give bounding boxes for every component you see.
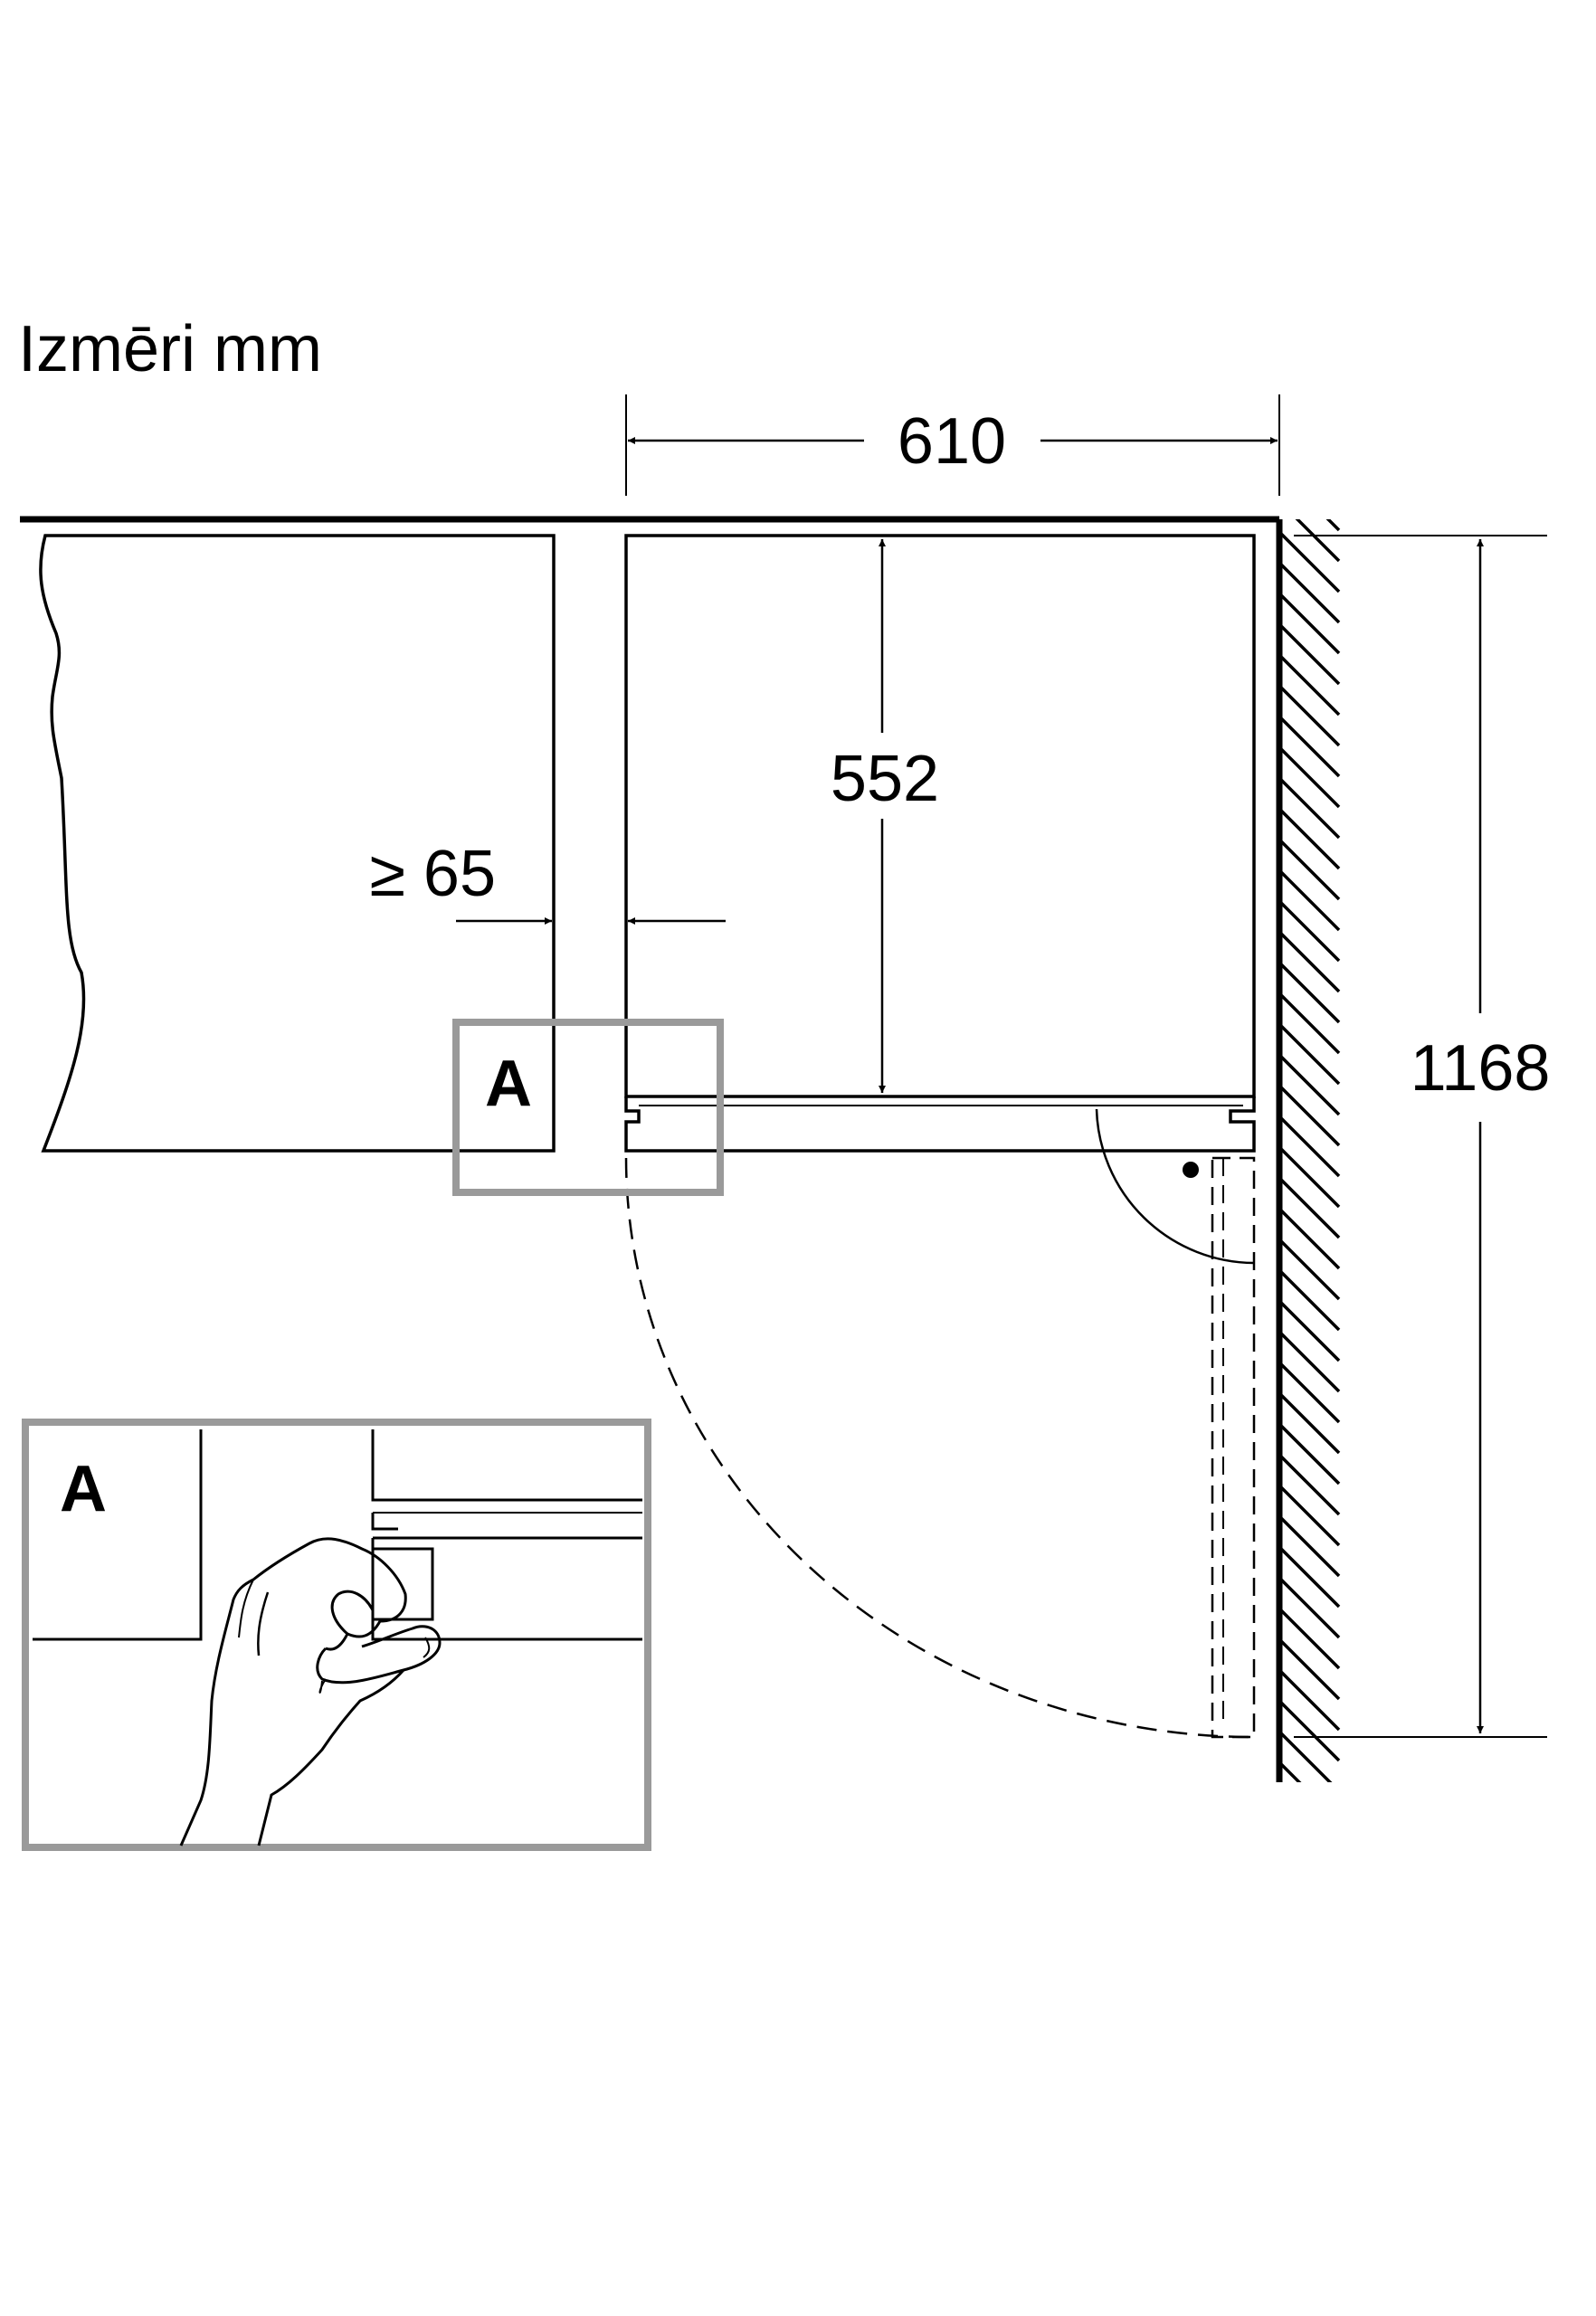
wall-hatch-line <box>1279 1668 1341 1732</box>
detail-a-marker-label: A <box>485 1048 532 1120</box>
wall-hatch-line <box>1279 776 1341 840</box>
detail-a-inset-label: A <box>60 1453 107 1525</box>
wall-hatch-line <box>1279 1637 1341 1701</box>
wall-hatch-line <box>1279 807 1341 870</box>
hinge-pivot <box>1183 1162 1199 1178</box>
width-label: 610 <box>898 405 1006 478</box>
wall-hatch-line <box>1279 653 1341 717</box>
gap-label: ≥ 65 <box>369 838 496 910</box>
adjacent-cabinet <box>39 534 556 1153</box>
wall-hatch-line <box>1279 1361 1341 1424</box>
wall-hatch-line <box>1279 1053 1341 1116</box>
wall-hatch-line <box>1279 1299 1341 1362</box>
wall-hatch-line <box>1279 1514 1341 1578</box>
wall-hatch-line <box>1279 1330 1341 1393</box>
open-door-outline <box>1211 1156 1256 1739</box>
appliance-body <box>624 534 1256 1098</box>
hand-illustration <box>179 1537 407 1846</box>
wall-hatch-line <box>1279 992 1341 1055</box>
wall-hatch-line <box>1279 1176 1341 1239</box>
arc-label: 1168 <box>1411 1032 1551 1105</box>
wall-hatch-line <box>1325 519 1341 532</box>
wall-hatch-line <box>1279 899 1341 963</box>
wall-hatch-line <box>1279 1545 1341 1609</box>
wall-hatch-line <box>1279 868 1341 932</box>
wall-hatch-line <box>1279 1115 1341 1178</box>
wall-hatch-line <box>1279 1793 1339 1853</box>
arc-dimension: 1168 <box>1294 535 1551 1738</box>
wall-hatch-line <box>1279 1391 1341 1455</box>
depth-label: 552 <box>831 743 939 815</box>
wall-hatch-line <box>1279 1453 1341 1516</box>
wall-hatch-line <box>1279 1484 1341 1547</box>
wall-hatch-line <box>1279 684 1341 747</box>
wall-hatch-line <box>1279 930 1341 993</box>
hinge-arc <box>1095 1108 1255 1265</box>
wall-hatch-line <box>1279 1207 1341 1270</box>
wall-hatch-line <box>1279 1145 1341 1209</box>
door-swing-arc <box>624 1157 1255 1739</box>
depth-dimension: 552 <box>831 539 939 1093</box>
diagram-title: Izmēri mm <box>18 313 322 385</box>
wall-hatch-line <box>1279 745 1341 809</box>
detail-a-marker: A <box>452 1019 724 1196</box>
wall-hatch-line <box>1279 1730 1333 1782</box>
wall-hatch-line <box>1279 561 1341 624</box>
wall-hatch-line <box>1279 961 1341 1024</box>
detail-a-inset: A <box>22 1419 651 1851</box>
wall-hatch-line <box>1279 1022 1341 1086</box>
side-wall <box>1276 519 1341 1853</box>
wall-hatch-line <box>1279 1607 1341 1670</box>
wall-hatch-line <box>1279 1422 1341 1485</box>
wall-hatch-line <box>1279 622 1341 686</box>
width-dimension: 610 <box>625 394 1280 496</box>
wall-hatch-line <box>1279 715 1341 778</box>
wall-hatch-line <box>1279 1576 1341 1639</box>
wall-hatch-line <box>1279 838 1341 901</box>
wall-hatch-line <box>1279 530 1341 593</box>
wall-hatch-line <box>1279 1761 1302 1782</box>
wall-hatch-line <box>1279 592 1341 655</box>
wall-hatch-line <box>1279 1699 1341 1762</box>
gap-dimension: ≥ 65 <box>369 838 726 925</box>
appliance-door <box>624 1096 1256 1153</box>
wall-hatch-line <box>1295 519 1341 563</box>
wall-hatch-line <box>1279 1268 1341 1332</box>
wall-hatch-line <box>1279 1238 1341 1301</box>
wall-hatch-line <box>1279 1084 1341 1147</box>
